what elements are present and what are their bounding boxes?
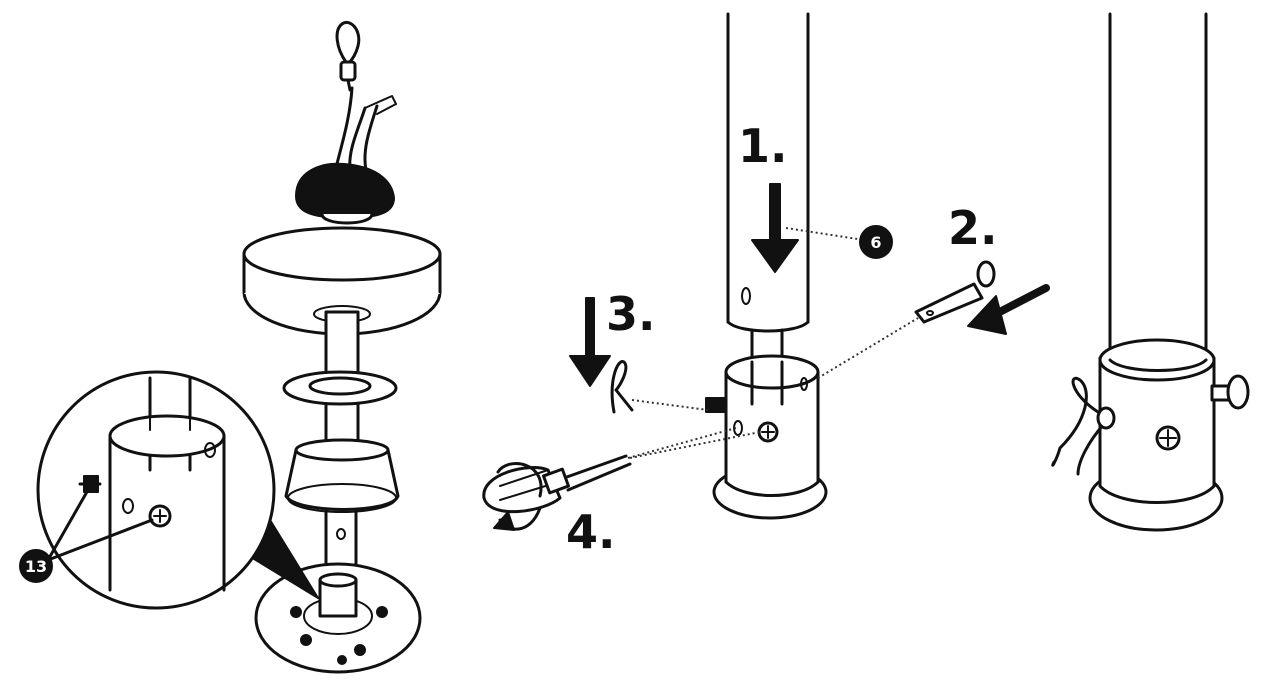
assembled-result	[1051, 12, 1250, 532]
rubber-cone	[284, 438, 400, 513]
detail-zoom-circle	[36, 370, 276, 610]
washer-ring	[282, 370, 398, 406]
step-1-arrow	[751, 183, 799, 273]
step-3-label: 3.	[606, 287, 655, 341]
step-2-label: 2.	[948, 201, 997, 255]
part-13-badge: 13	[19, 549, 53, 583]
part-13-label: 13	[25, 557, 47, 576]
upper-pole	[726, 12, 810, 406]
exploded-base-assembly: 13	[19, 21, 442, 674]
base-plate	[254, 562, 422, 674]
part-6-badge: 6	[859, 225, 893, 259]
housing-disk	[242, 226, 442, 336]
pole-insertion-steps: 6 1. 2. 3. 4.	[482, 12, 1050, 559]
power-cord	[334, 86, 397, 172]
hanging-hook	[335, 21, 361, 92]
assembled-pin-head	[1210, 374, 1250, 410]
step-2-pin	[914, 260, 996, 324]
step-3-arrow	[569, 297, 611, 387]
step-4-label: 4.	[566, 505, 615, 559]
step-1-label: 1.	[738, 119, 787, 173]
step-2-arrow	[967, 284, 1050, 335]
assembled-rclip	[1051, 376, 1116, 476]
step-3-rclip	[610, 360, 634, 414]
cap-knob	[295, 162, 395, 219]
step-4-rotation-arrow	[493, 462, 543, 531]
pole-socket	[705, 354, 828, 520]
assembled-socket	[1088, 338, 1224, 532]
assembled-pole	[1108, 12, 1208, 378]
part-6-label: 6	[870, 233, 881, 252]
